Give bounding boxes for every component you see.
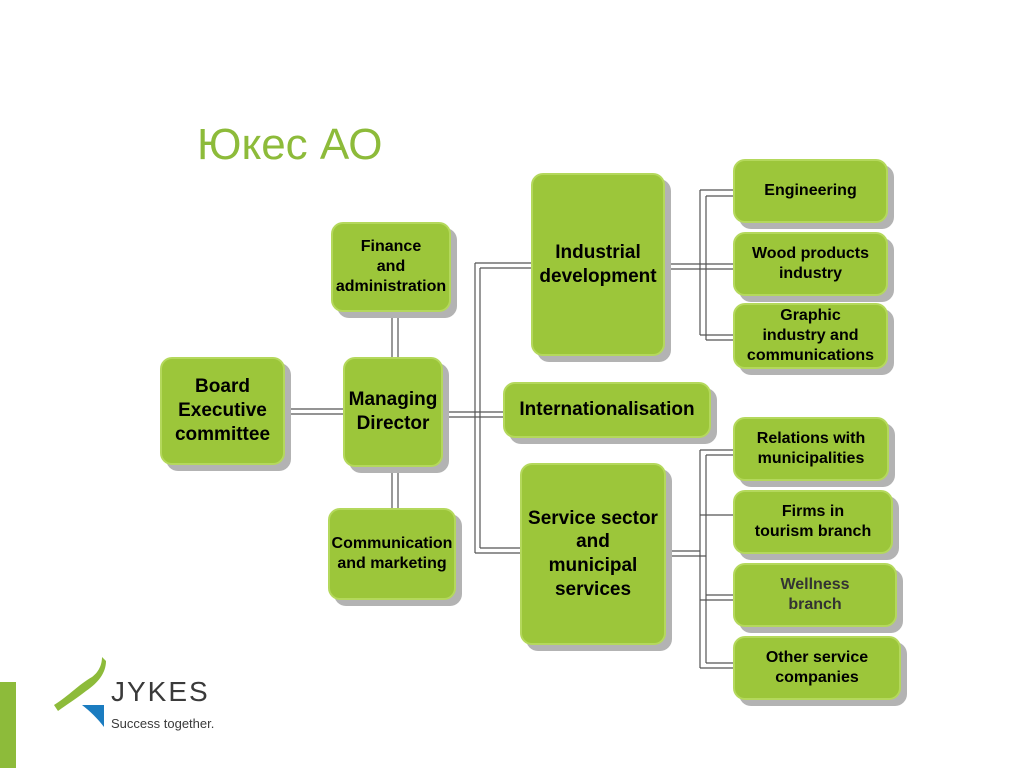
- node-service-sector: Service sector and municipal services: [520, 463, 666, 645]
- logo-wordmark: JYKES: [111, 676, 210, 707]
- node-wellness-branch: Wellness branch: [733, 563, 897, 627]
- accent-bar: [0, 682, 16, 768]
- node-industrial-development: Industrial development: [531, 173, 665, 356]
- page-title: Юкес АО: [197, 120, 383, 169]
- node-tourism-branch: Firms in tourism branch: [733, 490, 893, 554]
- node-managing-director: Managing Director: [343, 357, 443, 467]
- node-finance: Finance and administration: [331, 222, 451, 312]
- node-other-service: Other service companies: [733, 636, 901, 700]
- node-engineering: Engineering: [733, 159, 888, 223]
- node-internationalisation: Internationalisation: [503, 382, 711, 438]
- jykes-logo-icon: [54, 657, 106, 727]
- node-relations-municipalities: Relations with municipalities: [733, 417, 889, 481]
- node-board: Board Executive committee: [160, 357, 285, 465]
- node-communication: Communication and marketing: [328, 508, 456, 600]
- node-graphic-industry: Graphic industry and communications: [733, 303, 888, 369]
- logo-tagline: Success together.: [111, 716, 215, 731]
- node-wood-products: Wood products industry: [733, 232, 888, 296]
